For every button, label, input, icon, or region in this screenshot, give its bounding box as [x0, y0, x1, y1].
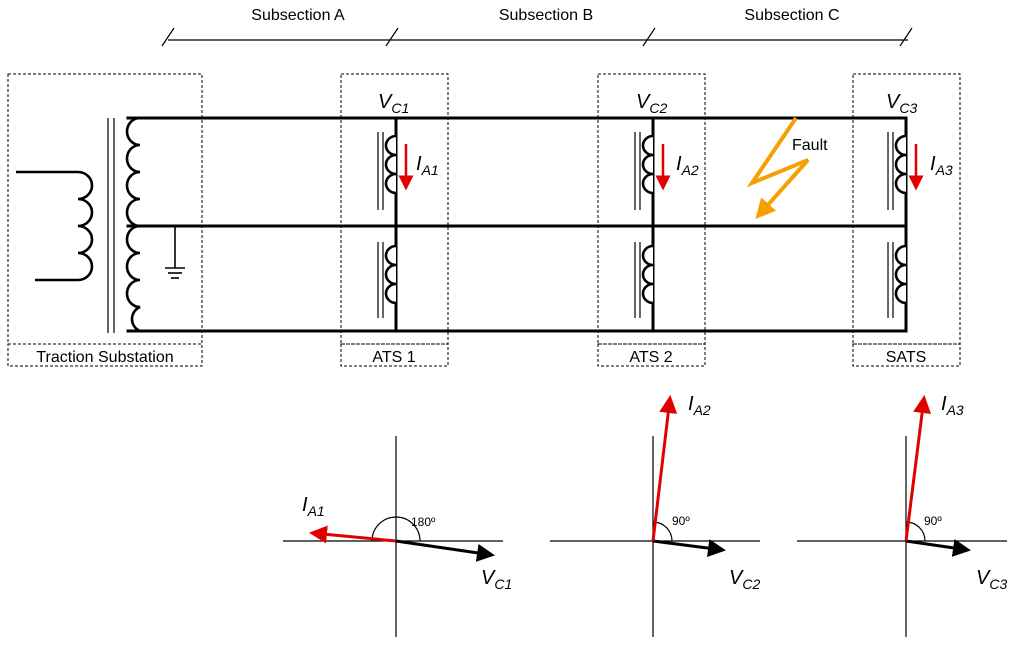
- subsection-c-label: Subsection C: [744, 7, 839, 24]
- ats2-box: ATS 2: [597, 73, 706, 367]
- fault-lightning-icon: [746, 116, 810, 219]
- ats2-label: ATS 2: [629, 349, 672, 366]
- substation-box: Traction Substation: [7, 73, 203, 367]
- substation-transformer: [16, 116, 185, 333]
- phasor-1-voltage-label: VC1: [481, 567, 512, 592]
- phasor-2-current-label: IA2: [688, 393, 711, 418]
- phasor-diagram-2: 90º IA2 VC2: [550, 393, 760, 637]
- phasor-3-angle: 90º: [924, 514, 942, 528]
- phasor-2-voltage-label: VC2: [729, 567, 760, 592]
- subsection-ruler: Subsection A Subsection B Subsection C: [161, 7, 913, 47]
- substation-label: Traction Substation: [36, 349, 173, 366]
- current-label-a2: IA2: [676, 153, 699, 178]
- subsection-b-label: Subsection B: [499, 7, 593, 24]
- phasor-1-current-label: IA1: [302, 494, 325, 519]
- voltage-label-c3: VC3: [886, 91, 917, 116]
- fault-label: Fault: [792, 137, 828, 154]
- subsection-a-label: Subsection A: [251, 7, 345, 24]
- bus-wires: [126, 116, 908, 333]
- ats1-autotransformer: [377, 116, 398, 333]
- ats1-box: ATS 1: [340, 73, 449, 367]
- voltage-label-c1: VC1: [378, 91, 409, 116]
- phasor-1-angle: 180º: [411, 515, 436, 529]
- phasor-3-voltage-label: VC3: [976, 567, 1007, 592]
- ats2-autotransformer: [634, 116, 655, 333]
- current-label-a1: IA1: [416, 153, 439, 178]
- phasor-3-current-label: IA3: [941, 393, 964, 418]
- sats-box: SATS: [852, 73, 961, 367]
- phasor-diagram-1: 180º IA1 VC1: [283, 436, 512, 637]
- phasor-2-angle: 90º: [672, 514, 690, 528]
- sats-label: SATS: [886, 349, 927, 366]
- phasor-diagram-3: 90º IA3 VC3: [797, 393, 1007, 637]
- sats-autotransformer: [887, 116, 908, 333]
- ats1-label: ATS 1: [372, 349, 415, 366]
- current-label-a3: IA3: [930, 153, 953, 178]
- voltage-label-c2: VC2: [636, 91, 667, 116]
